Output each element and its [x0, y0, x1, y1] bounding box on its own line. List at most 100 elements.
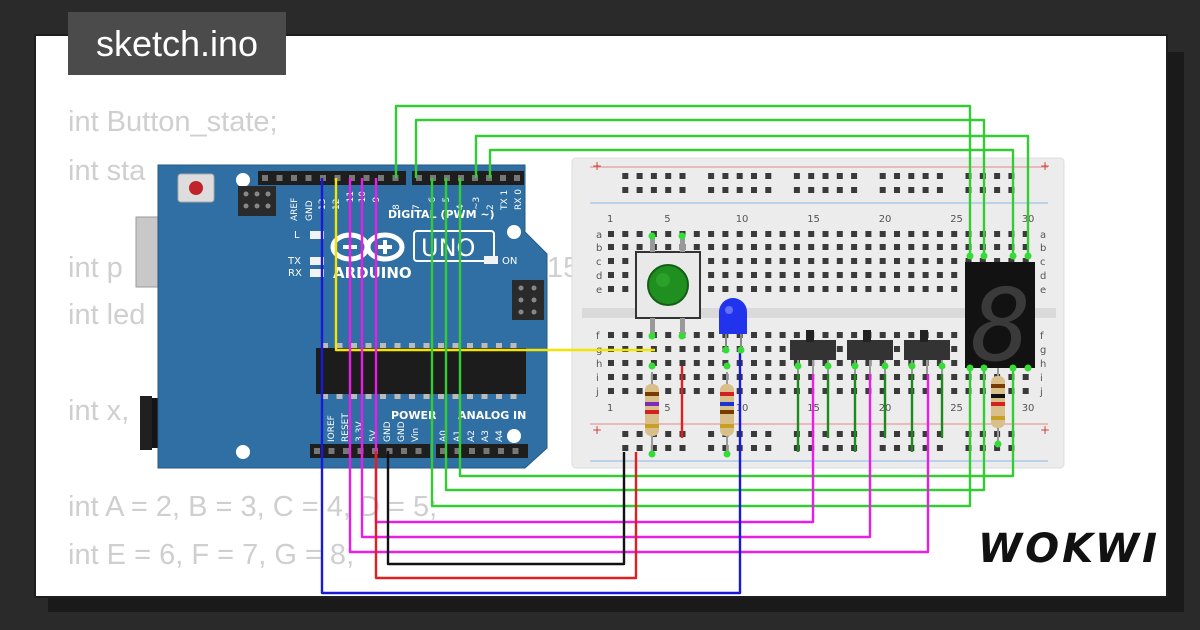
wire-black — [386, 451, 626, 566]
row-letter: c — [596, 257, 602, 268]
column-number: 10 — [736, 403, 749, 414]
analog-pin-label: A3 — [481, 430, 491, 442]
analog-pin-label: A5 — [509, 430, 519, 442]
digital-pin-label: 7 — [412, 204, 422, 210]
wire-red — [374, 451, 638, 580]
resistor-3[interactable] — [991, 366, 1005, 444]
row-letter: a — [596, 230, 602, 241]
column-number: 30 — [1022, 403, 1035, 414]
column-number: 20 — [879, 214, 892, 225]
wire-endpoints — [648, 232, 1032, 458]
wire-green — [414, 118, 986, 256]
svg-text:+: + — [1040, 159, 1050, 173]
resistor-2[interactable] — [720, 372, 734, 454]
on-label: ON — [502, 256, 517, 267]
l-label: L — [294, 230, 300, 241]
row-letter: f — [596, 331, 600, 342]
power-pin-label: IOREF — [327, 415, 337, 442]
digital-header-right — [412, 171, 524, 185]
resistor-1[interactable] — [645, 372, 659, 454]
wire-green — [488, 148, 1015, 256]
power-pin-label: GND — [397, 421, 407, 442]
row-letter: e — [596, 285, 602, 296]
column-number: 15 — [807, 214, 820, 225]
seven-segment-display[interactable]: 8 — [965, 262, 1035, 384]
wire-yellow — [334, 178, 655, 352]
row-letter: c — [1040, 257, 1046, 268]
row-letter: i — [596, 373, 599, 384]
power-pin-label: RESET — [341, 413, 351, 442]
digital-label: DIGITAL (PWM ~) — [388, 208, 495, 221]
row-letter: j — [1039, 387, 1043, 398]
digital-pin-label: 2 — [486, 204, 496, 210]
gnd-label: GND — [305, 200, 315, 221]
uno-label: UNO — [421, 234, 475, 262]
code-line: int p — [68, 252, 123, 284]
row-letter: b — [1040, 243, 1046, 254]
wire-green — [474, 134, 1030, 256]
wire-magenta — [360, 178, 872, 539]
wire-green — [394, 104, 972, 256]
analog-pin-label: A4 — [495, 430, 505, 442]
row-letter: e — [1040, 285, 1046, 296]
row-letter: g — [1040, 345, 1046, 356]
row-letter: f — [1040, 331, 1044, 342]
row-letter: i — [1040, 373, 1043, 384]
wire-green — [430, 178, 972, 508]
analog-pin-label: A2 — [467, 430, 477, 442]
svg-text:+: + — [1040, 423, 1050, 437]
column-number: 5 — [664, 214, 670, 225]
digital-pin-label: 8 — [392, 204, 402, 210]
seven-segment-digit: 8 — [971, 267, 1031, 384]
wire-blue — [320, 178, 742, 595]
pushbutton[interactable] — [635, 236, 701, 336]
wire-green — [444, 178, 986, 492]
reset-button-cap — [189, 181, 203, 195]
row-letter: j — [595, 387, 599, 398]
code-line: int sta — [68, 155, 146, 187]
column-number: 25 — [950, 403, 963, 414]
analog-pin-label: A1 — [453, 430, 463, 442]
tx-label: TX — [287, 256, 301, 267]
code-line: int led — [68, 299, 146, 331]
column-number: 1 — [607, 403, 613, 414]
analog-pin-label: A0 — [439, 430, 449, 442]
row-letter: a — [1040, 230, 1046, 241]
digital-header-left — [258, 171, 406, 185]
column-number: 10 — [736, 214, 749, 225]
digital-pin-label: ~3 — [472, 197, 482, 210]
row-letter: d — [1040, 271, 1046, 282]
wire-magenta — [348, 178, 930, 554]
power-label: POWER — [391, 409, 437, 422]
rx-label: RX — [288, 268, 302, 279]
aref-label: AREF — [290, 198, 300, 221]
code-line: int A = 2, B = 3, C = 4, D = 5; — [68, 491, 438, 523]
code-line: int x, — [68, 395, 130, 427]
column-number: 5 — [664, 403, 670, 414]
digital-pin-label: RX 0 — [514, 189, 524, 210]
power-header — [310, 444, 430, 458]
row-letter: h — [1040, 359, 1046, 370]
wires — [320, 104, 1030, 595]
column-number: 25 — [950, 214, 963, 225]
file-tab[interactable]: sketch.ino — [68, 12, 286, 75]
column-number: 1 — [607, 214, 613, 225]
svg-text:+: + — [592, 159, 602, 173]
analog-label: ANALOG IN — [458, 409, 526, 422]
wire-magenta — [374, 178, 815, 524]
power-pin-label: 3.3V — [355, 421, 365, 442]
svg-text:+: + — [592, 423, 602, 437]
arduino-wordmark: ARDUINO — [333, 264, 412, 282]
wokwi-logo: WOKWI — [978, 526, 1161, 572]
power-pin-label: 5V — [369, 429, 379, 442]
wire-green — [458, 178, 1015, 478]
code-line: int Button_state; — [68, 106, 278, 138]
power-pin-label: Vin — [411, 428, 421, 442]
row-letter: d — [596, 271, 602, 282]
row-letter: h — [596, 359, 602, 370]
digital-pin-label: TX 1 — [500, 190, 510, 211]
power-pin-label: GND — [383, 421, 393, 442]
row-letter: b — [596, 243, 602, 254]
